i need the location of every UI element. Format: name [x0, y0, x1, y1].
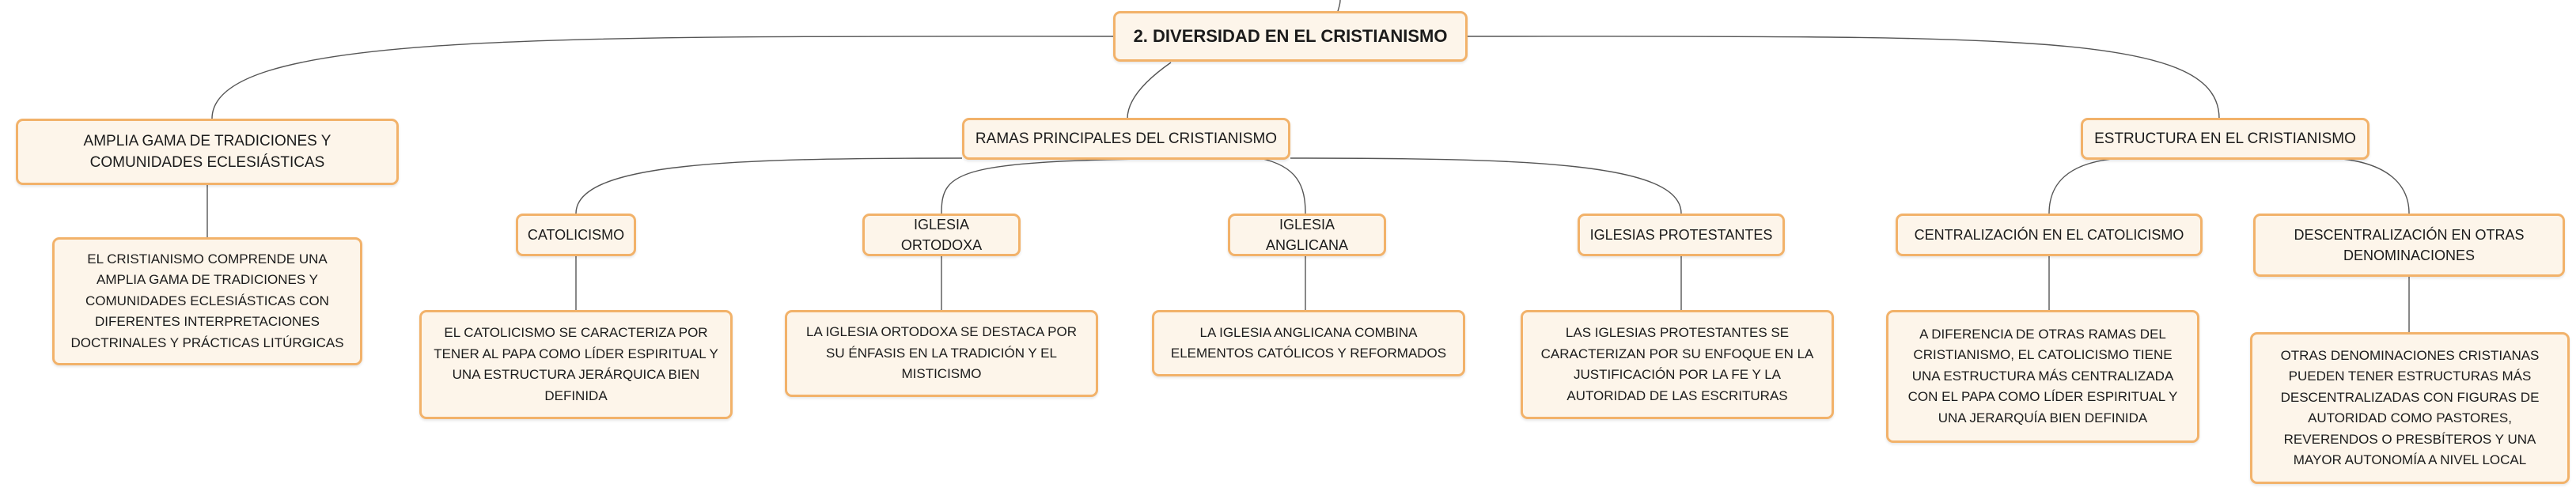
- link-ramas-protestantes: [1290, 157, 1682, 214]
- detail-catolicismo-text: EL CATOLICISMO SE CARACTERIZA POR TENER …: [434, 325, 718, 403]
- link-ramas-ortodoxa: [941, 157, 1195, 214]
- topic-ortodoxa[interactable]: IGLESIA ORTODOXA: [862, 214, 1021, 256]
- root-topic[interactable]: 2. DIVERSIDAD EN EL CRISTIANISMO: [1113, 11, 1468, 62]
- branch-tradiciones[interactable]: AMPLIA GAMA DE TRADICIONES Y COMUNIDADES…: [16, 119, 399, 185]
- branch-ramas[interactable]: RAMAS PRINCIPALES DEL CRISTIANISMO: [962, 118, 1290, 160]
- topic-descentralizacion[interactable]: DESCENTRALIZACIÓN EN OTRAS DENOMINACIONE…: [2253, 214, 2565, 277]
- topic-catolicismo[interactable]: CATOLICISMO: [516, 214, 636, 256]
- branch-tradiciones-label: AMPLIA GAMA DE TRADICIONES Y COMUNIDADES…: [83, 133, 331, 171]
- detail-ortodoxa-text: LA IGLESIA ORTODOXA SE DESTACA POR SU ÉN…: [805, 324, 1078, 382]
- link-estructura-descentralizacion: [2333, 157, 2410, 214]
- branch-ramas-label: RAMAS PRINCIPALES DEL CRISTIANISMO: [975, 130, 1278, 147]
- link-root-to-ramas: [1127, 62, 1172, 119]
- link-ramas-anglicana: [1259, 157, 1306, 214]
- topic-descentralizacion-label: DESCENTRALIZACIÓN EN OTRAS DENOMINACIONE…: [2294, 227, 2525, 263]
- detail-anglicana[interactable]: LA IGLESIA ANGLICANA COMBINA ELEMENTOS C…: [1152, 310, 1465, 376]
- detail-protestantes[interactable]: LAS IGLESIAS PROTESTANTES SE CARACTERIZA…: [1521, 310, 1834, 419]
- topic-centralizacion-label: CENTRALIZACIÓN EN EL CATOLICISMO: [1914, 227, 2184, 243]
- link-estructura-centralizacion: [2048, 157, 2121, 214]
- topic-anglicana[interactable]: IGLESIA ANGLICANA: [1228, 214, 1386, 256]
- link-ramas-catolicismo: [575, 157, 963, 214]
- detail-descentralizacion-text: OTRAS DENOMINACIONES CRISTIANAS PUEDEN T…: [2280, 347, 2540, 468]
- branch-estructura-label: ESTRUCTURA EN EL CRISTIANISMO: [2094, 130, 2356, 147]
- detail-protestantes-text: LAS IGLESIAS PROTESTANTES SE CARACTERIZA…: [1540, 325, 1814, 403]
- topic-ortodoxa-label: IGLESIA ORTODOXA: [900, 217, 983, 253]
- detail-ortodoxa[interactable]: LA IGLESIA ORTODOXA SE DESTACA POR SU ÉN…: [785, 310, 1098, 397]
- detail-centralizacion-text: A DIFERENCIA DE OTRAS RAMAS DEL CRISTIAN…: [1907, 326, 2178, 425]
- topic-anglicana-label: IGLESIA ANGLICANA: [1265, 217, 1349, 253]
- topic-catolicismo-label: CATOLICISMO: [527, 227, 625, 243]
- topic-protestantes[interactable]: IGLESIAS PROTESTANTES: [1578, 214, 1785, 256]
- detail-anglicana-text: LA IGLESIA ANGLICANA COMBINA ELEMENTOS C…: [1170, 324, 1447, 361]
- link-root-to-estructura: [1467, 36, 2220, 119]
- detail-catolicismo[interactable]: EL CATOLICISMO SE CARACTERIZA POR TENER …: [419, 310, 733, 419]
- link-root-to-tradiciones: [211, 36, 1114, 119]
- root-topic-label: 2. DIVERSIDAD EN EL CRISTIANISMO: [1133, 26, 1448, 46]
- topic-centralizacion[interactable]: CENTRALIZACIÓN EN EL CATOLICISMO: [1896, 214, 2203, 256]
- topic-protestantes-label: IGLESIAS PROTESTANTES: [1589, 227, 1773, 243]
- detail-tradiciones[interactable]: EL CRISTIANISMO COMPRENDE UNA AMPLIA GAM…: [52, 237, 362, 365]
- detail-tradiciones-text: EL CRISTIANISMO COMPRENDE UNA AMPLIA GAM…: [70, 251, 344, 350]
- branch-estructura[interactable]: ESTRUCTURA EN EL CRISTIANISMO: [2081, 118, 2370, 160]
- detail-descentralizacion[interactable]: OTRAS DENOMINACIONES CRISTIANAS PUEDEN T…: [2250, 332, 2570, 484]
- detail-centralizacion[interactable]: A DIFERENCIA DE OTRAS RAMAS DEL CRISTIAN…: [1886, 310, 2199, 443]
